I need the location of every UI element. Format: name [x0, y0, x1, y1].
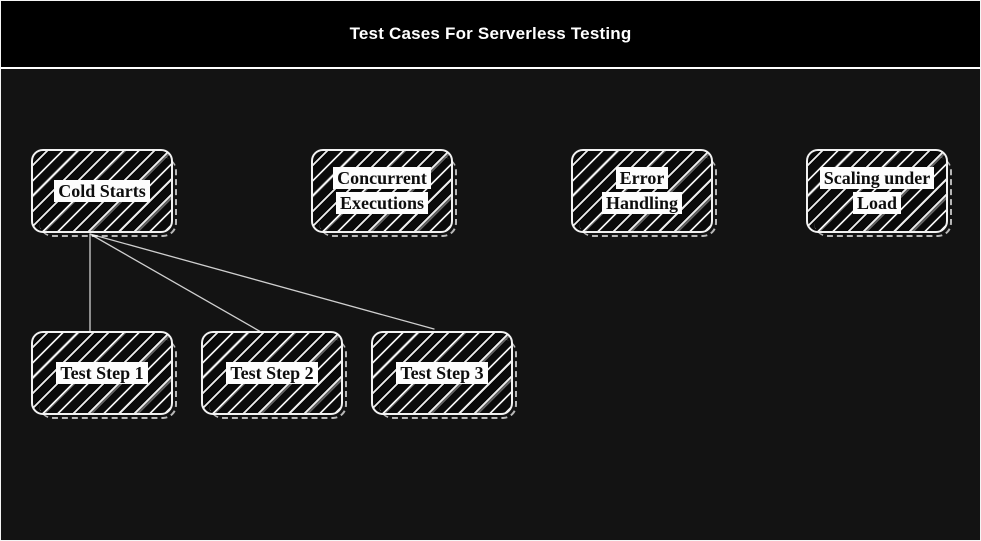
- node-label-test-step-2: Test Step 2: [226, 361, 318, 384]
- node-label-test-step-3: Test Step 3: [396, 361, 488, 384]
- node-label-wrap: Test Step 2: [226, 361, 318, 386]
- node-label-wrap: Scaling under Load: [815, 166, 939, 216]
- diagram-title: Test Cases For Serverless Testing: [349, 24, 632, 43]
- node-test-step-3: Test Step 3: [371, 331, 517, 419]
- node-test-step-1: Test Step 1: [31, 331, 177, 419]
- diagram-title-bar: Test Cases For Serverless Testing: [1, 1, 980, 69]
- node-label-test-step-1: Test Step 1: [56, 361, 148, 384]
- node-test-step-2: Test Step 2: [201, 331, 347, 419]
- node-label-wrap: Error Handling: [580, 166, 704, 216]
- edge-lines: [89, 233, 435, 333]
- node-scaling-under-load: Scaling under Load: [806, 149, 952, 237]
- node-label-cold-starts: Cold Starts: [54, 179, 150, 202]
- diagram-area: Cold Starts Concurrent Executions Error …: [1, 71, 980, 540]
- edge-cold-starts-to-test-step-2: [89, 233, 262, 333]
- node-cold-starts: Cold Starts: [31, 149, 177, 237]
- node-error-handling: Error Handling: [571, 149, 717, 237]
- node-label-scaling-under-load: Scaling under Load: [819, 167, 935, 214]
- node-concurrent-executions: Concurrent Executions: [311, 149, 457, 237]
- node-label-error-handling: Error Handling: [601, 167, 683, 214]
- node-label-wrap: Cold Starts: [54, 179, 150, 204]
- node-label-wrap: Test Step 1: [56, 361, 148, 386]
- node-label-concurrent-executions: Concurrent Executions: [333, 167, 431, 214]
- node-label-wrap: Test Step 3: [396, 361, 488, 386]
- node-label-wrap: Concurrent Executions: [320, 166, 444, 216]
- edge-cold-starts-to-test-step-3: [89, 233, 435, 330]
